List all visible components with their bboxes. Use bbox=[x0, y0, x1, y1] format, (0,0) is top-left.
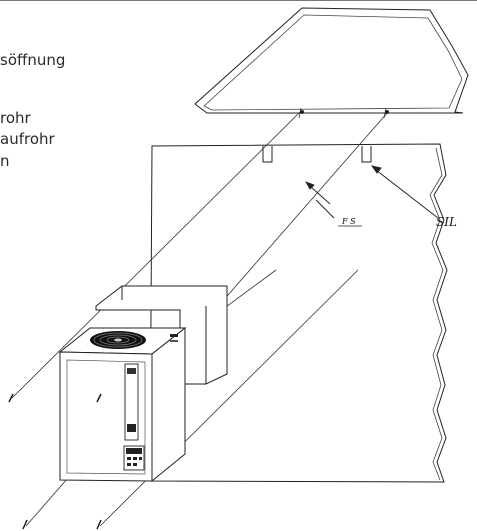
ceiling-bolts bbox=[300, 110, 389, 114]
fan-grille-icon bbox=[90, 331, 146, 349]
control-panel bbox=[123, 445, 145, 471]
sil-label: SIL bbox=[436, 215, 457, 229]
wall-panel bbox=[149, 143, 448, 483]
legend-label-2: rohr bbox=[0, 109, 31, 127]
callout-arrows bbox=[304, 165, 439, 219]
fs-label: F S bbox=[341, 217, 356, 226]
display-strip bbox=[124, 363, 139, 441]
top-border-line bbox=[0, 0, 477, 1]
legend-label-1: söffnung bbox=[0, 51, 66, 69]
unit-rear-housing bbox=[95, 285, 228, 385]
legend-label-3: aufrohr bbox=[0, 130, 55, 148]
screws bbox=[8, 393, 102, 530]
cooling-unit bbox=[58, 326, 187, 483]
legend-label-4: n bbox=[0, 152, 10, 170]
wall-brackets bbox=[262, 146, 372, 163]
ceiling-slab bbox=[194, 7, 469, 114]
